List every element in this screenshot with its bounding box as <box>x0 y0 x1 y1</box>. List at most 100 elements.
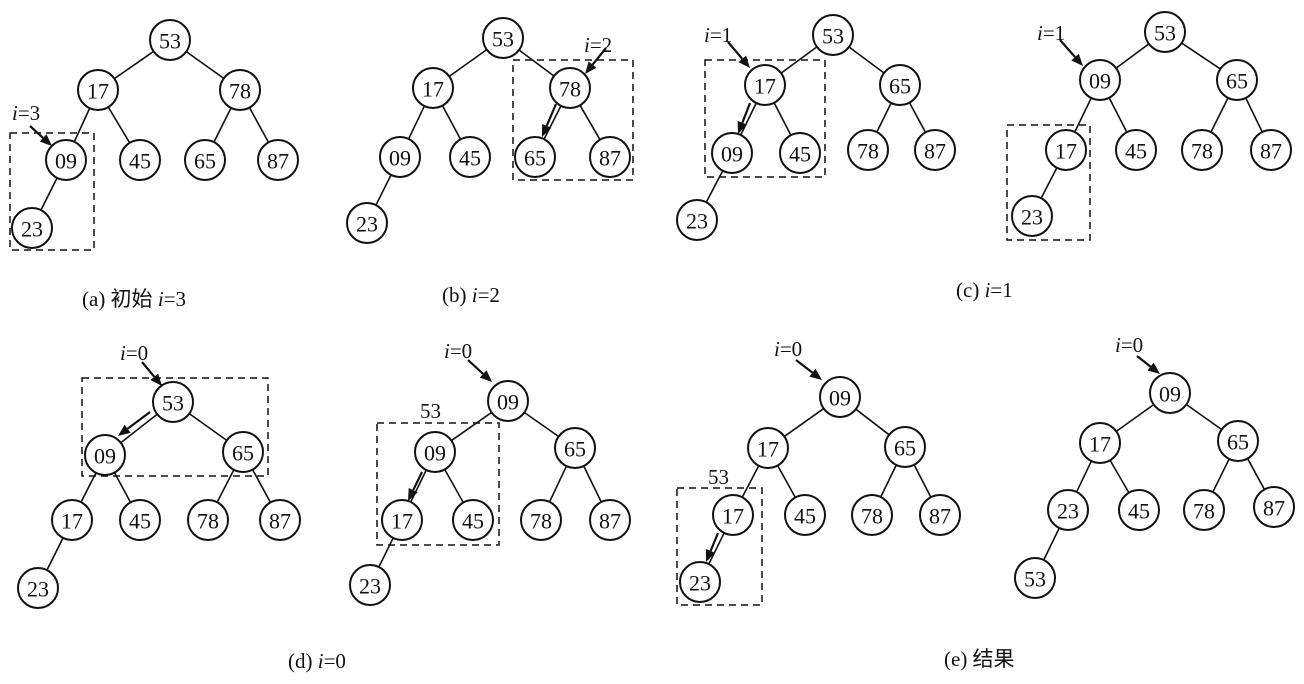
node-value: 09 <box>424 441 446 466</box>
node-circle <box>149 19 191 61</box>
node-value: 65 <box>1226 69 1248 94</box>
node-value: 23 <box>686 209 708 234</box>
sift-down-arrow-shaft <box>412 471 423 491</box>
node-circle <box>84 434 126 476</box>
node-circle <box>349 564 391 606</box>
node-circle <box>1014 557 1056 599</box>
subfigure-caption: (b) i=2 <box>442 283 500 307</box>
tree-edge <box>855 408 890 436</box>
node-circle <box>589 136 631 178</box>
node-circle <box>119 499 161 541</box>
tree-edge <box>708 532 725 565</box>
node-value: 09 <box>721 142 743 167</box>
tree-edge <box>1075 460 1093 493</box>
node-value: 09 <box>497 390 519 415</box>
subfigure-caption: (d) i=0 <box>288 649 346 673</box>
tree-node: 23 <box>17 567 59 609</box>
node-circle <box>77 69 119 111</box>
node-value: 87 <box>267 149 289 174</box>
tree-node: 65 <box>514 136 556 178</box>
caption-var: i <box>318 649 324 673</box>
node-circle <box>259 499 301 541</box>
tree-node: 87 <box>589 499 631 541</box>
pointer-arrow-shaft <box>795 359 814 374</box>
tree-edge <box>113 50 155 80</box>
tree-node: 23 <box>679 561 721 603</box>
tree-node: 45 <box>1115 129 1157 171</box>
node-circle <box>1216 59 1258 101</box>
node-value: 65 <box>564 437 586 462</box>
tree-node: 23 <box>1011 195 1053 237</box>
tree-edge <box>741 465 760 498</box>
pointer-var: i <box>704 23 710 47</box>
caption-value: =1 <box>990 278 1012 302</box>
tree-node: 65 <box>554 427 596 469</box>
node-value: 09 <box>1159 382 1181 407</box>
tree-edge <box>375 174 392 206</box>
tree-edge <box>548 465 568 503</box>
node-circle <box>184 139 226 181</box>
node-circle <box>1181 129 1223 171</box>
tree-node: 65 <box>1217 420 1259 462</box>
adjust-range-box <box>1006 124 1091 241</box>
subfigure-caption: (c) i=1 <box>956 278 1013 302</box>
pointer-arrow-shaft <box>467 359 484 375</box>
caption-prefix: (c) <box>956 278 985 302</box>
node-value: 78 <box>857 139 879 164</box>
node-circle <box>51 499 93 541</box>
caption-prefix: (b) <box>442 283 472 307</box>
pointer-var: i <box>1115 333 1121 357</box>
node-value: 45 <box>794 504 816 529</box>
node-value: 45 <box>1128 499 1150 524</box>
tree-node: 87 <box>1250 129 1292 171</box>
tree-edge <box>188 412 228 442</box>
node-circle <box>514 136 556 178</box>
caption-prefix: (a) 初始 <box>82 287 158 311</box>
tree-edge <box>80 472 97 503</box>
tree-edge <box>441 105 462 140</box>
node-circle <box>679 561 721 603</box>
node-value: 09 <box>1089 69 1111 94</box>
pointer-var: i <box>774 337 780 361</box>
tree-edge <box>880 464 897 498</box>
node-circle <box>379 136 421 178</box>
node-circle <box>847 129 889 171</box>
node-circle <box>879 64 921 106</box>
node-value: 17 <box>61 509 83 534</box>
tree-edge <box>1245 97 1263 133</box>
pointer-var: i <box>444 339 450 363</box>
pointer-value: =0 <box>1121 333 1143 357</box>
tree-edge <box>73 107 91 143</box>
node-value: 45 <box>129 509 151 534</box>
node-circle <box>851 494 893 536</box>
node-value: 53 <box>162 391 184 416</box>
node-circle <box>744 64 786 106</box>
caption-var: i <box>985 278 991 302</box>
pointer-arrow-head <box>585 61 597 74</box>
tree-node: 87 <box>589 136 631 178</box>
tree-node: 45 <box>449 136 491 178</box>
tree-node: 53 <box>482 17 524 59</box>
node-circle <box>1149 372 1191 414</box>
pointer-value: =2 <box>590 33 612 57</box>
tree-node: 65 <box>884 426 926 468</box>
adjust-range-box <box>676 487 763 606</box>
node-circle <box>11 207 53 249</box>
sift-down-arrow-shaft <box>741 102 752 124</box>
node-value: 17 <box>87 79 109 104</box>
tree-edge <box>780 46 818 74</box>
node-value: 53 <box>822 24 844 49</box>
node-value: 87 <box>269 509 291 534</box>
node-circle <box>812 14 854 56</box>
tree-node: 17 <box>1079 422 1121 464</box>
node-value: 78 <box>559 77 581 102</box>
tree-node: 17 <box>412 67 454 109</box>
node-value: 78 <box>229 79 251 104</box>
node-value: 23 <box>356 212 378 237</box>
tree-edge <box>120 413 158 444</box>
tree-edge <box>876 102 892 133</box>
